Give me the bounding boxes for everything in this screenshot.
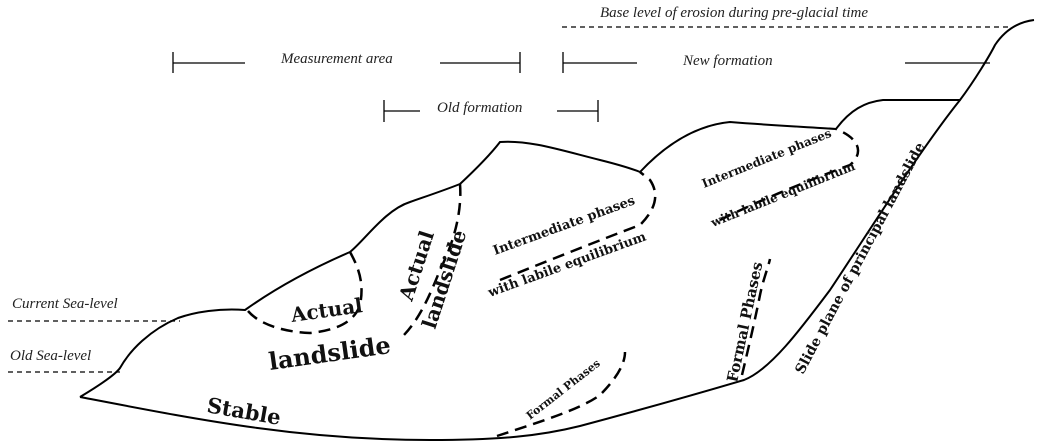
new-formation-bracket (563, 52, 990, 73)
base-level-label: Base level of erosion during pre-glacial… (600, 5, 868, 21)
stable-label: Stable (205, 392, 283, 430)
new-formation-label: New formation (682, 53, 773, 69)
formal-phases-1-label: Formal Phases (524, 357, 603, 423)
actual-landslide-1b-label: landslide (267, 330, 393, 376)
formal-phases-2-label: Formal Phases (723, 260, 766, 384)
base-curve (80, 100, 960, 440)
current-sea-level-label: Current Sea-level (12, 296, 118, 312)
actual-landslide-1-label: Actual (288, 293, 364, 327)
old-sea-level-label: Old Sea-level (10, 348, 91, 364)
measurement-area-label: Measurement area (280, 51, 393, 67)
old-formation-label: Old formation (437, 100, 522, 116)
